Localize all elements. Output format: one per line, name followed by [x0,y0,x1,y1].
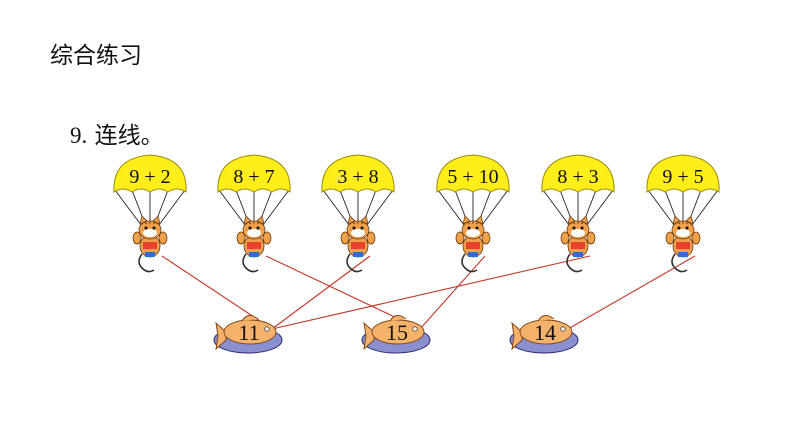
question-heading: 9. 连线。 [70,116,164,150]
parachute-2[interactable]: 8 + 7 [217,154,291,273]
parachute-canopy [541,154,615,193]
section-title: 综合练习 [50,43,142,69]
fish-target-1[interactable]: 11 [213,315,283,354]
fish-target-2[interactable]: 15 [361,315,431,354]
parachute-label: 3 + 8 [337,166,378,188]
cat-icon [560,215,596,273]
parachute-label: 9 + 5 [662,166,703,188]
parachute-canopy [436,154,510,193]
parachute-3[interactable]: 3 + 8 [321,154,395,273]
fish-label: 15 [386,320,408,345]
question-instruction: 连线。 [94,123,164,149]
parachute-label: 8 + 3 [557,166,598,188]
question-number: 9. [70,123,88,148]
parachute-canopy [646,154,720,193]
connection-line [567,255,696,330]
connection-line [271,255,591,330]
parachute-4[interactable]: 5 + 10 [436,154,510,273]
cat-icon [340,215,376,273]
fish-label: 11 [238,320,259,345]
connection-lines [161,255,696,330]
fish-label: 14 [534,320,556,345]
parachute-label: 5 + 10 [447,166,498,188]
cat-icon [455,215,491,273]
parachute-5[interactable]: 8 + 3 [541,154,615,273]
connection-line [419,255,486,330]
fish-group: 11 15 14 [213,315,579,354]
connection-line [271,255,371,330]
parachute-canopy [217,154,291,193]
parachute-canopy [113,154,187,193]
parachute-canopy [321,154,395,193]
fish-icon [511,315,573,351]
fish-target-3[interactable]: 14 [509,315,579,354]
cat-icon [132,215,168,273]
parachute-6[interactable]: 9 + 5 [646,154,720,273]
cat-icon [236,215,272,273]
fish-icon [215,315,277,351]
parachute-1[interactable]: 9 + 2 [113,154,187,273]
parachute-label: 8 + 7 [233,166,274,188]
fish-icon [363,315,425,351]
cat-icon [665,215,701,273]
parachute-group: 9 + 2 8 + 7 3 + 8 5 + 10 8 + 3 9 + 5 [113,154,720,273]
parachute-label: 9 + 2 [129,166,170,188]
